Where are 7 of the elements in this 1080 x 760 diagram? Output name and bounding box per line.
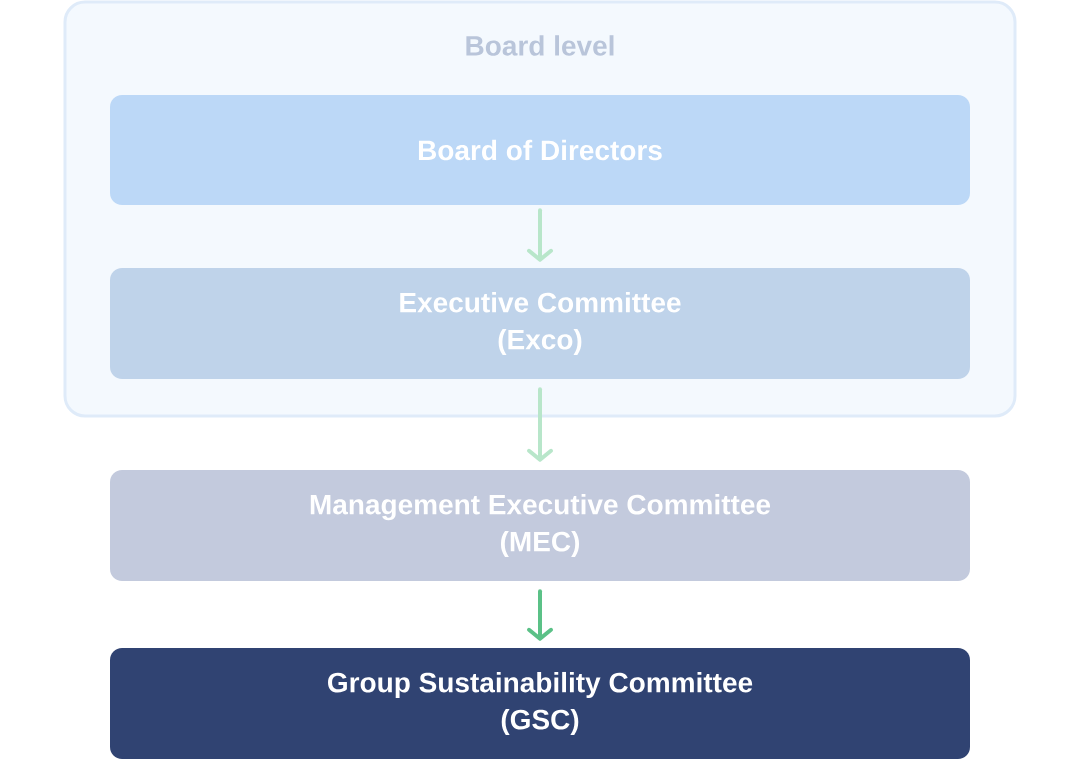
arrow: [527, 589, 553, 641]
arrow: [527, 387, 553, 462]
process-box: Board of Directors: [110, 95, 970, 205]
process-box: Executive Committee (Exco): [110, 268, 970, 379]
process-box: Management Executive Committee (MEC): [110, 470, 970, 581]
process-box: Group Sustainability Committee (GSC): [110, 648, 970, 759]
arrow: [527, 208, 553, 262]
